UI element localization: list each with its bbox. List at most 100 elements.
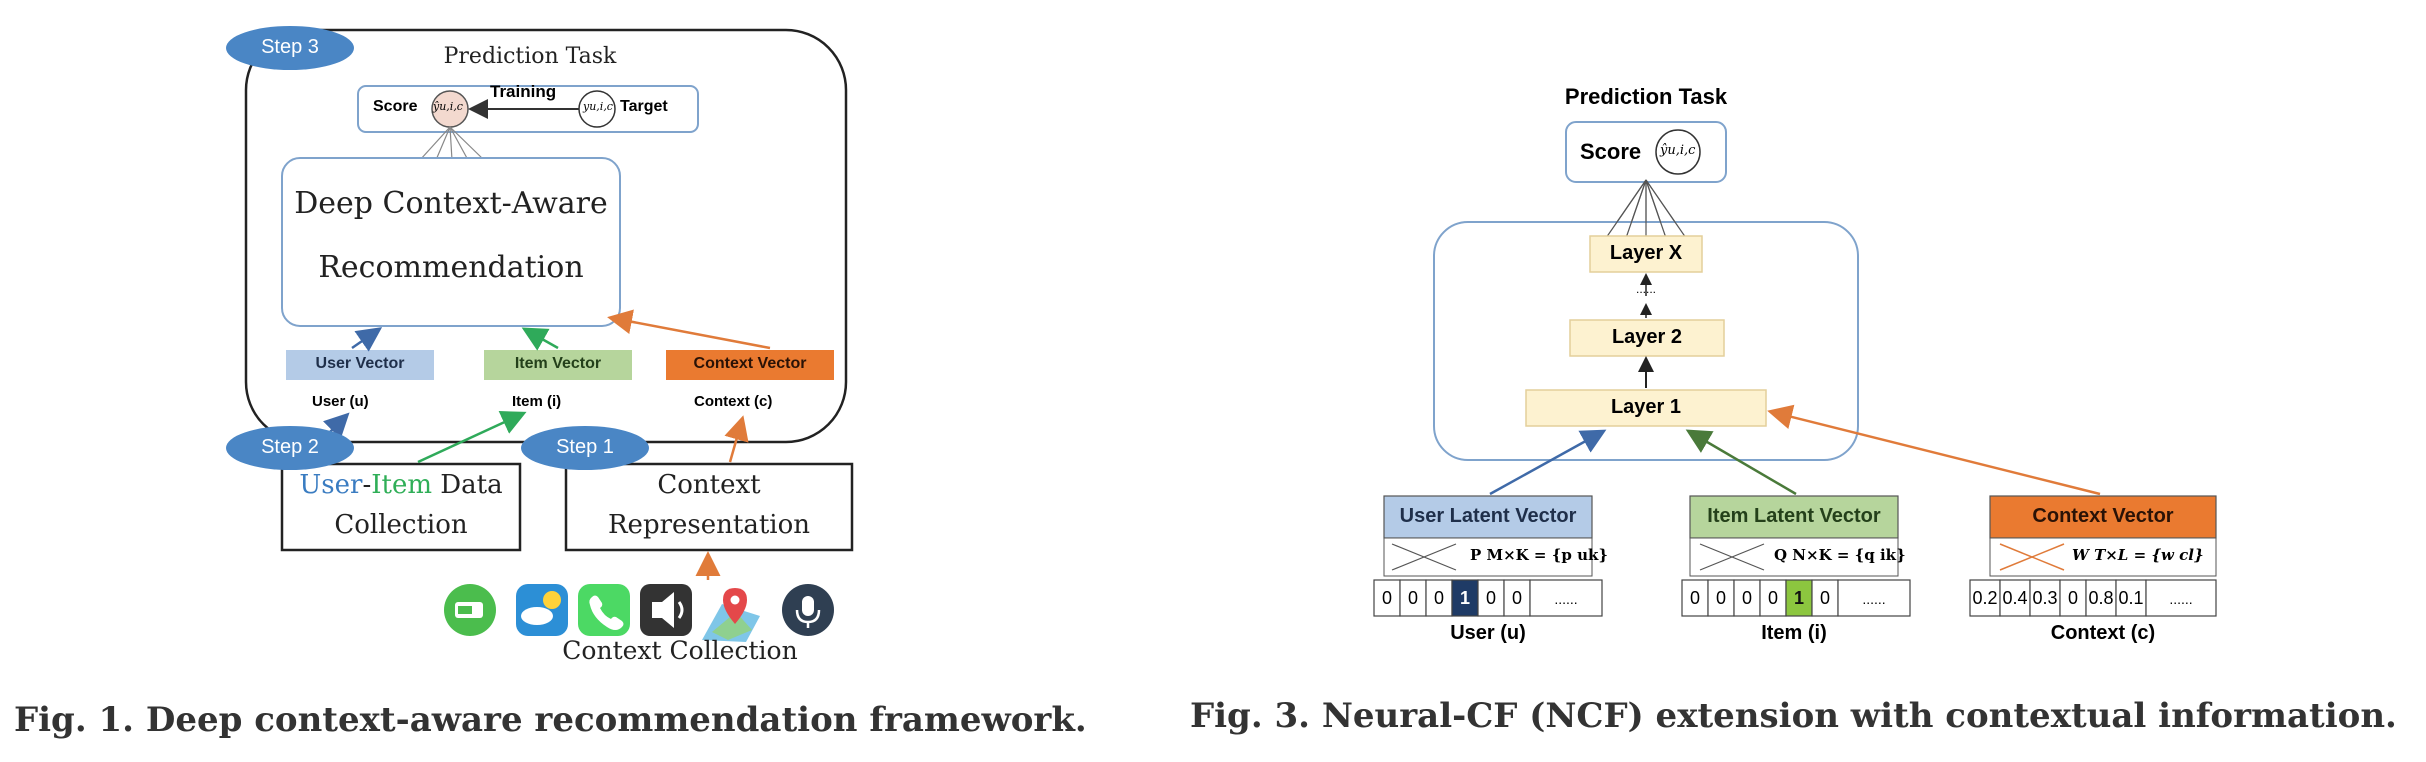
cell-value: 0.3 <box>2032 588 2057 608</box>
layer-dots: ...... <box>1635 282 1656 296</box>
cell-value: 0 <box>1690 588 1700 608</box>
step-2-badge <box>226 426 354 470</box>
cell-value: 1 <box>1794 588 1804 608</box>
cell-box <box>1425 579 1453 617</box>
cell-value: 0 <box>1742 588 1752 608</box>
cell-value: 0.8 <box>2088 588 2113 608</box>
ncf-item-input-label: Item (i) <box>1761 622 1827 644</box>
ncf-score-circle <box>1655 129 1701 175</box>
figure-1-caption: Fig. 1. Deep context-aware recommendatio… <box>14 700 1087 740</box>
cell-box <box>1477 579 1505 617</box>
cell-box <box>1785 579 1813 617</box>
context-input-label: Context (c) <box>694 393 773 410</box>
user-latent-label: User Latent Vector <box>1399 505 1577 527</box>
user-matrix-formula: P M×K = {p uk} <box>1470 546 1609 564</box>
layer-1-label: Layer 1 <box>1610 396 1682 418</box>
step-1-label: Step 1 <box>556 436 614 458</box>
cell-value: 0 <box>1820 588 1830 608</box>
item-latent-header <box>1689 495 1899 539</box>
score-symbol: ŷu,i,c <box>433 100 463 113</box>
figure-3-caption: Fig. 3. Neural-CF (NCF) extension with c… <box>1190 696 2397 736</box>
deep-context-aware-box <box>281 157 621 327</box>
sound-icon <box>640 584 692 636</box>
microphone-icon <box>782 584 834 636</box>
context-rep-line-1: Context <box>657 470 761 500</box>
user-item-data-collection-box <box>280 462 522 552</box>
target-symbol: yu,i,c <box>583 100 613 113</box>
context-representation-box <box>564 462 854 552</box>
figure-1: Step 3 Step 2 Step 1 Prediction Task Sco… <box>0 0 1160 762</box>
cell-box <box>1759 579 1787 617</box>
deep-box-line-2: Recommendation <box>318 250 584 285</box>
step-1-badge <box>521 426 649 470</box>
cell-box <box>1529 579 1603 617</box>
cell-value: 1 <box>1460 588 1470 608</box>
battery-icon <box>444 584 496 636</box>
cell-value: ...... <box>1862 591 1885 607</box>
context-vector-box <box>666 350 834 380</box>
cell-value: 0.4 <box>2002 588 2027 608</box>
context-matrix-strip <box>1989 537 2217 577</box>
context-rep-line-2: Representation <box>607 510 810 540</box>
cell-box <box>1503 579 1531 617</box>
item-vector-label: Item Vector <box>514 355 602 372</box>
context-matrix-formula: W T×L = {w cl} <box>2072 546 2204 564</box>
deep-box-line-1: Deep Context-Aware <box>294 186 608 221</box>
cell-box <box>1399 579 1427 617</box>
ncf-context-input-label: Context (c) <box>2050 622 2156 644</box>
context-vector-header <box>1989 495 2217 539</box>
layer-x-box <box>1589 235 1703 273</box>
cell-value: 0 <box>1716 588 1726 608</box>
cell-value: 0 <box>2068 588 2078 608</box>
cell-value: 0 <box>1408 588 1418 608</box>
phone-icon <box>578 584 630 636</box>
user-item-data-title: User-Item Data <box>282 470 520 500</box>
layer-2-label: Layer 2 <box>1611 326 1683 348</box>
cell-value: 0 <box>1768 588 1778 608</box>
target-label: Target <box>620 98 668 115</box>
step-3-badge <box>226 26 354 70</box>
ncf-user-input-label: User (u) <box>1450 622 1526 644</box>
cell-value: 0 <box>1382 588 1392 608</box>
cell-value: 0.1 <box>2118 588 2143 608</box>
user-latent-header <box>1383 495 1593 539</box>
layer-x-label: Layer X <box>1609 242 1683 264</box>
cell-value: 0 <box>1434 588 1444 608</box>
cell-box <box>2145 579 2217 617</box>
figure-1-graphics <box>226 26 854 642</box>
ncf-score-label: Score <box>1580 139 1642 164</box>
ncf-score-symbol: ŷu,i,c <box>1660 143 1696 158</box>
weather-icon <box>516 584 568 636</box>
cell-box <box>1837 579 1911 617</box>
user-vector-label: User Vector <box>315 355 405 372</box>
data-word: Data <box>432 470 503 500</box>
cell-box <box>2115 579 2147 617</box>
prediction-task-title: Prediction Task <box>443 44 617 69</box>
location-icon <box>702 588 760 642</box>
context-vector-label: Context Vector <box>693 355 807 372</box>
cell-box <box>1969 579 2001 617</box>
cell-value: 0 <box>1512 588 1522 608</box>
collection-word: Collection <box>334 510 468 540</box>
cell-value: ...... <box>2169 591 2192 607</box>
layer-2-box <box>1569 319 1725 357</box>
item-matrix-strip <box>1689 537 1899 577</box>
user-word: User <box>299 470 363 500</box>
cell-box <box>2085 579 2117 617</box>
cell-box <box>1681 579 1709 617</box>
step-3-label: Step 3 <box>261 36 319 58</box>
item-word: Item <box>371 470 433 500</box>
user-vector-box <box>286 350 434 380</box>
cell-value: ...... <box>1554 591 1577 607</box>
cell-value: 0 <box>1486 588 1496 608</box>
item-matrix-formula: Q N×K = {q ik} <box>1774 546 1906 564</box>
score-label: Score <box>373 98 418 115</box>
user-input-label: User (u) <box>312 393 369 410</box>
context-vector-label: Context Vector <box>2032 505 2174 527</box>
user-matrix-strip <box>1383 537 1593 577</box>
dash: - <box>362 470 372 500</box>
